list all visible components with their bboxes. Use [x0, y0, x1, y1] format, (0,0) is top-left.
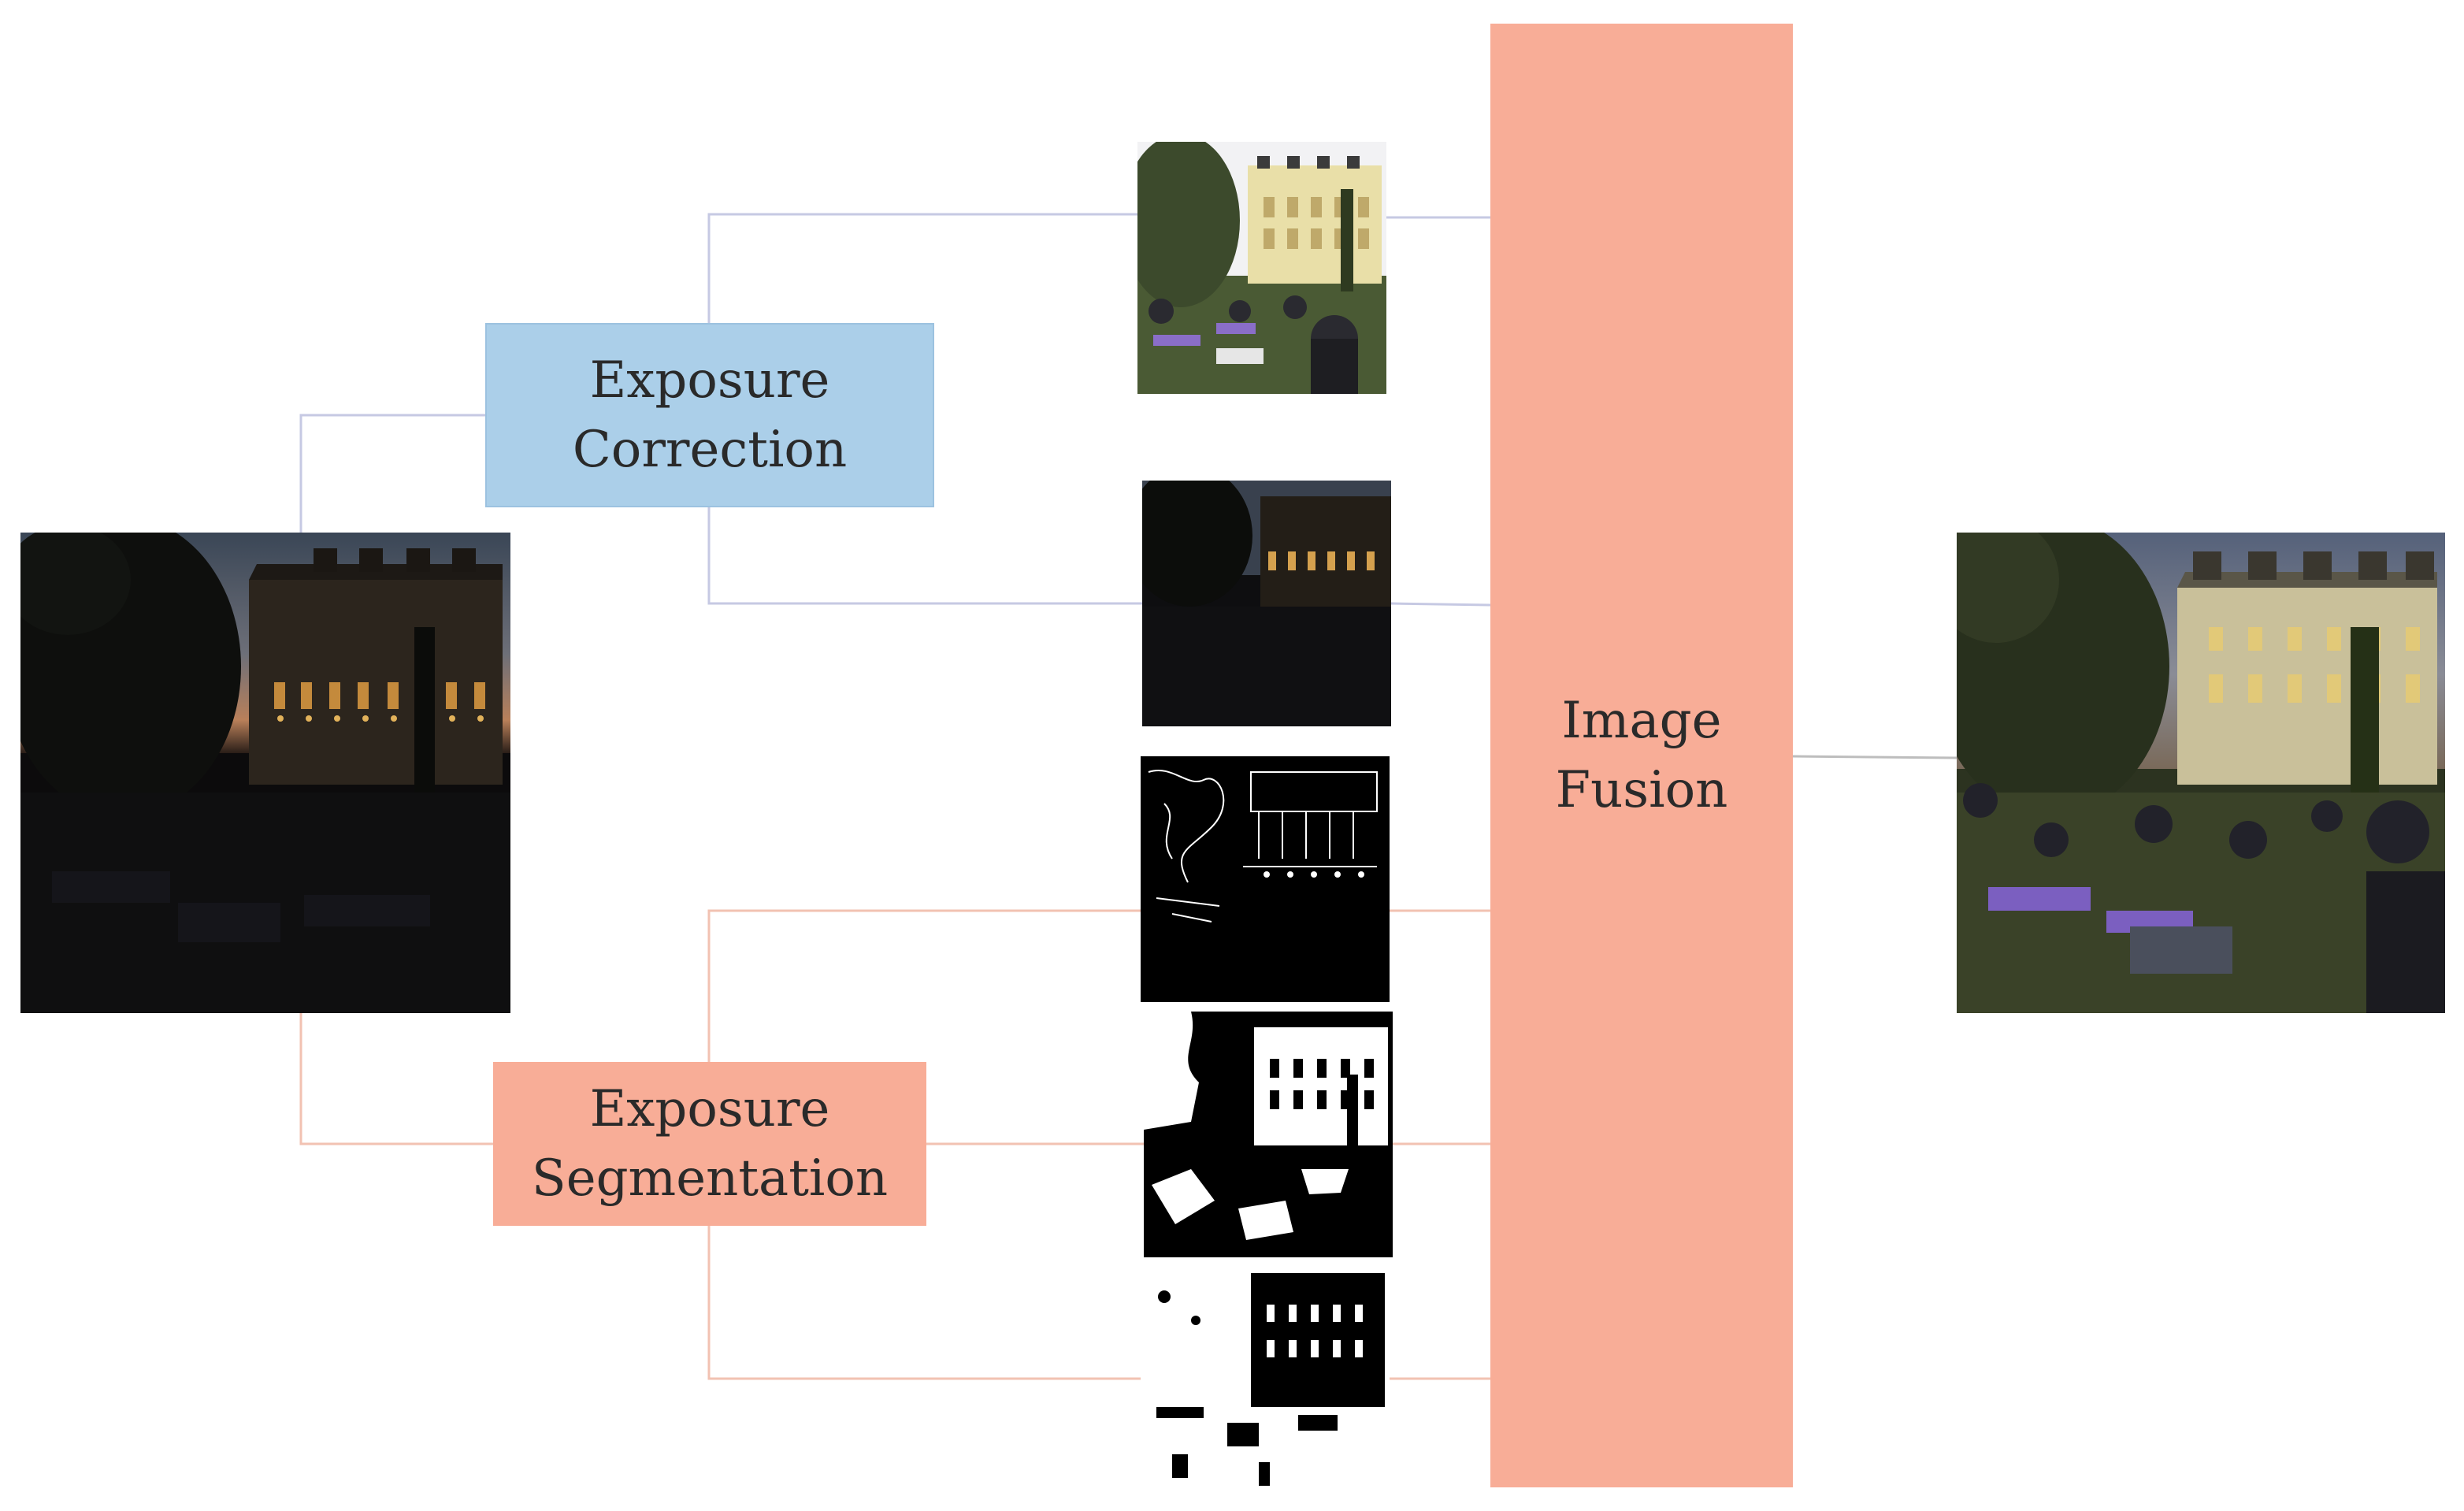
wire-fusion-to-output [1792, 755, 1957, 759]
wire-dark-to-fusion [1390, 602, 1491, 607]
segmentation-mask-2 [1144, 1012, 1393, 1257]
exposure-correction-label-line1: Exposure [589, 351, 830, 410]
wire-segmentation-to-mask3 [707, 1226, 1141, 1380]
exposure-segmentation-box: Exposure Segmentation [493, 1062, 926, 1226]
output-image [1957, 533, 2445, 1013]
exposure-correction-label-line2: Correction [572, 421, 848, 479]
wire-correction-to-bright [707, 213, 1137, 323]
image-fusion-label-line2: Fusion [1555, 761, 1728, 819]
segmentation-mask-3 [1141, 1265, 1390, 1494]
image-fusion-label-line1: Image [1561, 692, 1722, 750]
wire-segmentation-to-mask1 [707, 909, 1141, 1062]
segmentation-mask-1 [1141, 756, 1390, 1002]
exposure-correction-box: Exposure Correction [485, 323, 934, 507]
wire-input-to-correction [299, 414, 485, 533]
input-image [20, 533, 510, 1013]
underexposed-image [1142, 481, 1391, 726]
wire-input-to-segmentation [299, 1013, 493, 1145]
exposure-segmentation-label-line2: Segmentation [531, 1149, 889, 1208]
exposure-segmentation-label-line1: Exposure [589, 1080, 830, 1138]
image-fusion-box: Image Fusion [1490, 24, 1793, 1487]
wire-correction-to-dark [707, 507, 1142, 605]
overexposed-image [1137, 142, 1386, 394]
